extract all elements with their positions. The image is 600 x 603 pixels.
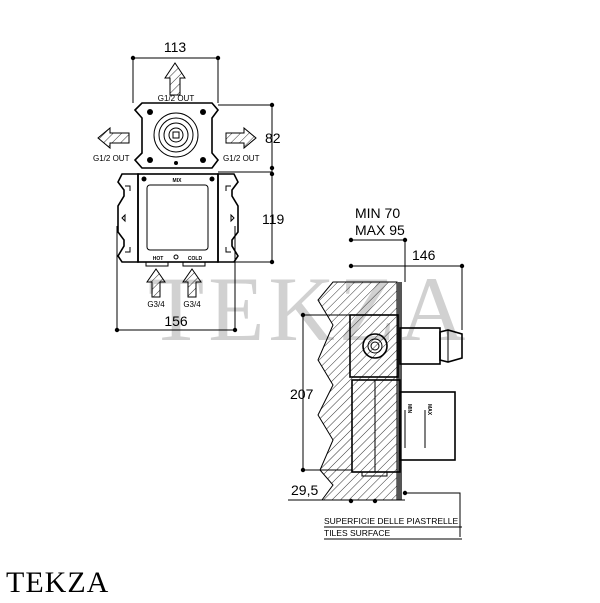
inlet-hot-label: G3/4 [147,300,165,309]
svg-text:146: 146 [412,247,436,263]
dimension-29-5: 29,5 [288,482,405,504]
svg-text:29,5: 29,5 [291,482,318,498]
dimension-113: 113 [130,39,221,103]
handle-min-label: MIN [406,404,412,414]
cold-label: COLD [188,256,203,262]
dimension-119: 119 [262,211,285,227]
depth-min-label: MIN 70 [355,205,400,221]
front-view: 113 G1/2 OUT G1/2 OUT G1/2 OUT [93,39,285,333]
svg-text:156: 156 [164,313,188,329]
outlet-right-arrow-icon [225,126,257,150]
inlet-hot-arrow-icon [146,268,166,298]
dimension-156: 156 [114,226,238,333]
mixer-body-top [133,102,220,169]
depth-max-label: MAX 95 [355,222,405,238]
outlet-right-label: G1/2 OUT [223,154,260,163]
outlet-left-label: G1/2 OUT [93,154,130,163]
dimension-207: 207 [290,312,352,473]
svg-text:207: 207 [290,386,314,402]
handle-max-label: MAX [426,404,432,416]
outlet-left-arrow-icon [97,126,130,150]
inlet-cold-label: G3/4 [183,300,201,309]
inlet-cold-arrow-icon [182,268,202,298]
watermark: TEKZA [148,258,469,360]
side-view: MIN 70 MAX 95 146 [288,205,465,540]
dimension-82: 82 [218,102,281,265]
svg-text:82: 82 [265,130,281,146]
outlet-top-arrow-icon [164,62,186,96]
mixer-body-bottom [117,173,239,267]
svg-text:113: 113 [164,39,187,55]
mixer-body-side [349,314,463,477]
brand-logo: TEKZA [6,566,110,599]
dimension-146: 146 [348,247,465,330]
dimension-min-max [348,237,408,282]
note-italian: SUPERFICIE DELLE PIASTRELLE [324,516,458,526]
leader-line [405,492,461,537]
hot-label: HOT [153,256,164,262]
mix-label: MIX [173,178,183,184]
note-english: TILES SURFACE [324,528,390,538]
outlet-top-label: G1/2 OUT [158,94,195,103]
